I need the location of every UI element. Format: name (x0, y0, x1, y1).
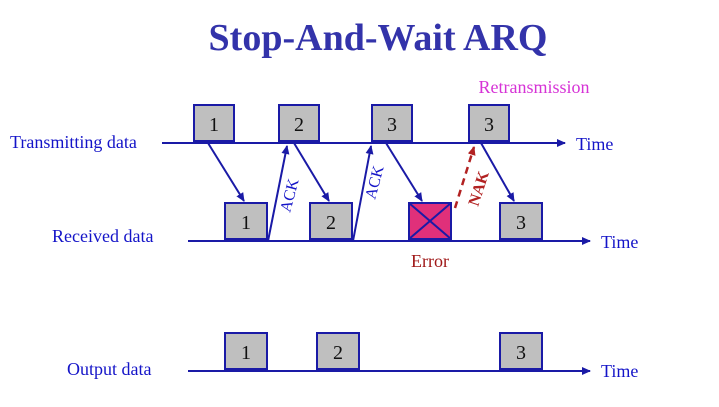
ack-1-arrow (267, 145, 290, 242)
nak-label: NAK (466, 169, 493, 209)
page-title: Stop-And-Wait ARQ (209, 17, 548, 59)
received-frame-1-label: 1 (241, 212, 251, 234)
transmit-row-label: Transmitting data (10, 132, 137, 152)
transmit-frame-1: 1 (193, 104, 235, 142)
output-frame-3-label: 3 (516, 342, 526, 364)
transmit-frame-3: 3 (371, 104, 413, 142)
output-time-label: Time (601, 361, 638, 381)
transmit-frame-3-retransmit-label: 3 (484, 114, 494, 136)
received-frame-error (408, 202, 452, 240)
received-frame-3: 3 (499, 202, 543, 240)
output-frame-1-label: 1 (241, 342, 251, 364)
ack-2-arrow (352, 145, 374, 242)
output-row-label: Output data (67, 359, 151, 379)
received-frame-1: 1 (224, 202, 268, 240)
output-frame-2: 2 (316, 332, 360, 370)
error-label: Error (411, 251, 449, 271)
frame-1-arrow (207, 142, 245, 202)
transmit-frame-2-label: 2 (294, 114, 304, 136)
transmit-frame-3-retransmit: 3 (468, 104, 510, 142)
frame-3-arrow (385, 142, 423, 202)
retransmission-label: Retransmission (479, 77, 590, 97)
ack-1-label: ACK (277, 177, 302, 214)
received-frame-2: 2 (309, 202, 353, 240)
frame-3-retransmit-arrow (480, 142, 515, 202)
transmit-frame-2: 2 (278, 104, 320, 142)
frame-2-arrow (293, 142, 330, 202)
nak-arrow (453, 146, 476, 209)
receive-time-label: Time (601, 232, 638, 252)
transmit-time-label: Time (576, 134, 613, 154)
received-frame-3-label: 3 (516, 212, 526, 234)
output-frame-2-label: 2 (333, 342, 343, 364)
output-frame-1: 1 (224, 332, 268, 370)
transmit-frame-1-label: 1 (209, 114, 219, 136)
output-frame-3: 3 (499, 332, 543, 370)
transmit-frame-3-label: 3 (387, 114, 397, 136)
x-cross-icon (408, 202, 452, 240)
receive-row-label: Received data (52, 226, 153, 246)
received-frame-2-label: 2 (326, 212, 336, 234)
